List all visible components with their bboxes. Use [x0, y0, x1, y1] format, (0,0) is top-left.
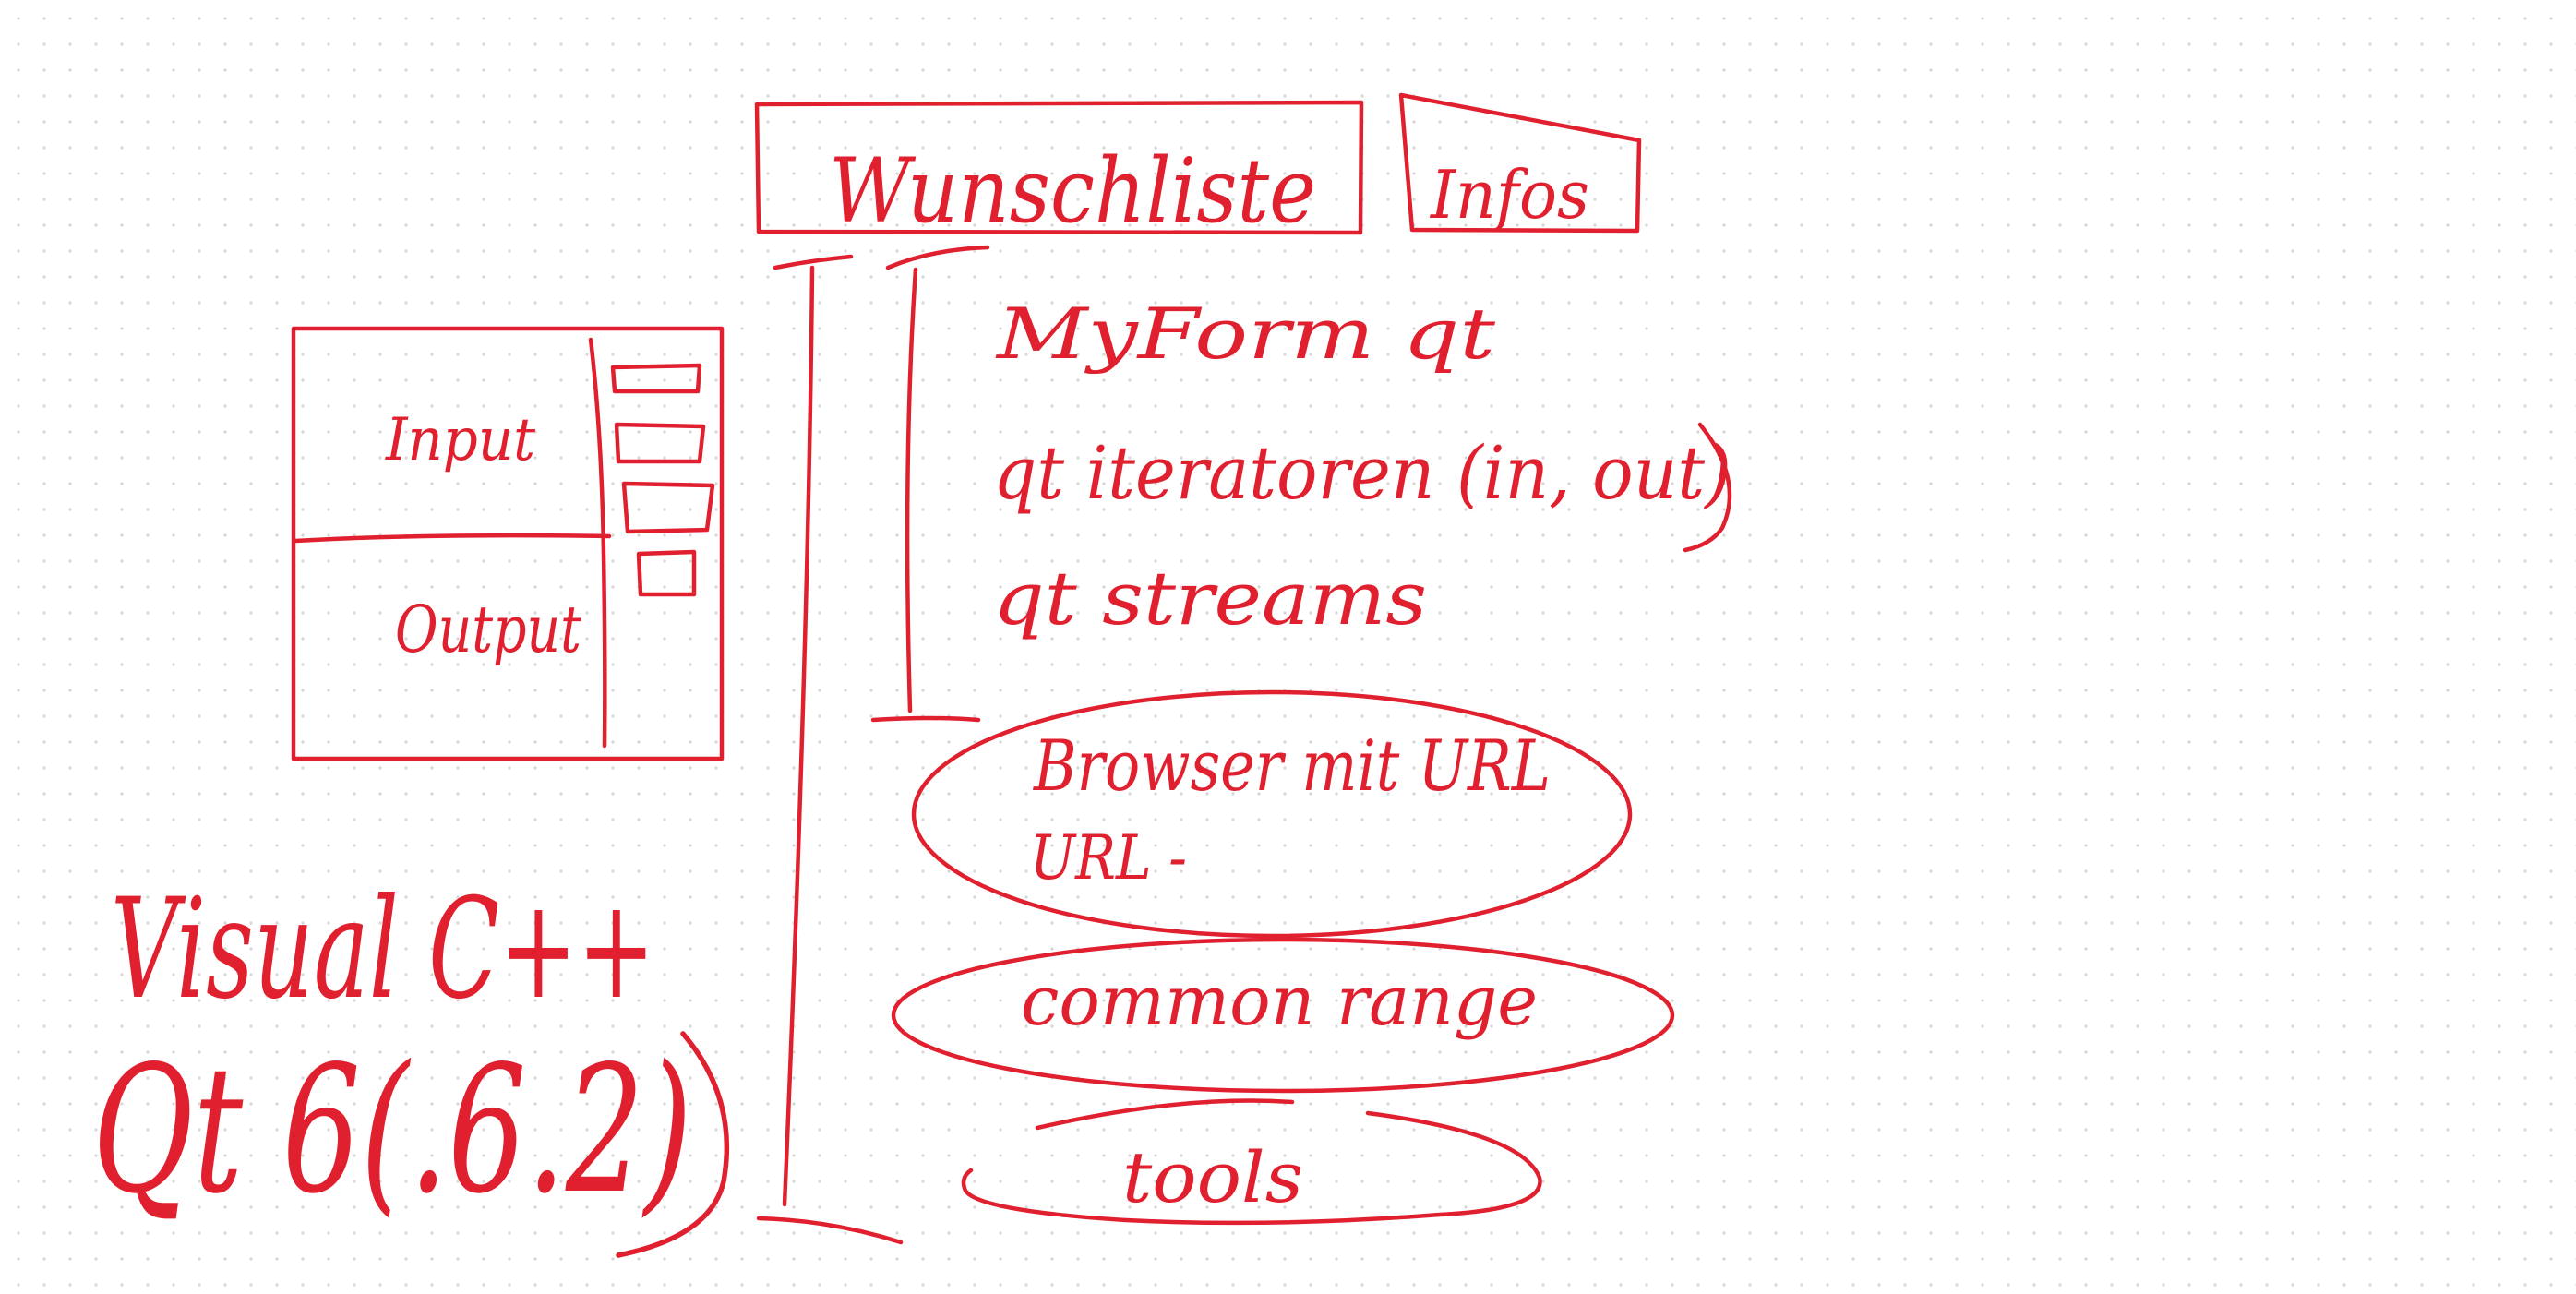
common-range-label: common range — [1021, 962, 1538, 1041]
io-window-frame — [291, 326, 725, 761]
common-range-ellipse — [891, 937, 1675, 1094]
tools-group: tools — [961, 1098, 1542, 1226]
side-button-1[interactable] — [610, 363, 702, 394]
wishlist-item-streams: qt streams — [993, 556, 1427, 641]
outer-bracket — [756, 254, 904, 1245]
io-window-wireframe: Input Output — [291, 326, 725, 761]
tools-label: tools — [1122, 1136, 1303, 1218]
tools-ellipse — [961, 1098, 1542, 1226]
infos-tab-label: Infos — [1429, 156, 1589, 234]
browser-ellipse — [911, 689, 1633, 939]
browser-ellipse-group: Browser mit URL URL - — [911, 689, 1633, 939]
input-label: Input — [385, 406, 535, 474]
iteratoren-paren-stroke — [1683, 422, 1732, 553]
io-window-divider — [293, 533, 612, 544]
io-window-side-divider — [588, 337, 607, 749]
common-range-group: common range — [891, 937, 1675, 1094]
side-button-3[interactable] — [621, 481, 715, 534]
infos-tab-frame — [1398, 92, 1642, 234]
inner-bracket — [870, 245, 990, 723]
tool-title: Visual C++ Qt 6(.6.2) — [92, 869, 730, 1258]
wunschliste-tab-frame — [754, 100, 1364, 235]
closing-paren-stroke — [616, 1031, 730, 1258]
wishlist-item-iteratoren: qt iteratoren (in, out) — [993, 430, 1731, 516]
tool-title-line2: Qt 6(.6.2) — [92, 1028, 692, 1232]
tool-title-line1: Visual C++ — [111, 869, 655, 1030]
wunschliste-tab[interactable]: Wunschliste — [754, 100, 1364, 243]
wishlist-items: MyForm qt qt iteratoren (in, out) qt str… — [993, 293, 1732, 641]
wunschliste-tab-label: Wunschliste — [829, 139, 1316, 243]
infos-tab[interactable]: Infos — [1398, 92, 1642, 234]
side-button-2[interactable] — [614, 422, 706, 464]
browser-label: Browser mit URL — [1032, 725, 1551, 807]
side-button-4[interactable] — [636, 549, 697, 597]
wishlist-item-myform: MyForm qt — [994, 293, 1495, 375]
output-label: Output — [395, 592, 582, 667]
browser-url-label: URL - — [1030, 822, 1187, 893]
